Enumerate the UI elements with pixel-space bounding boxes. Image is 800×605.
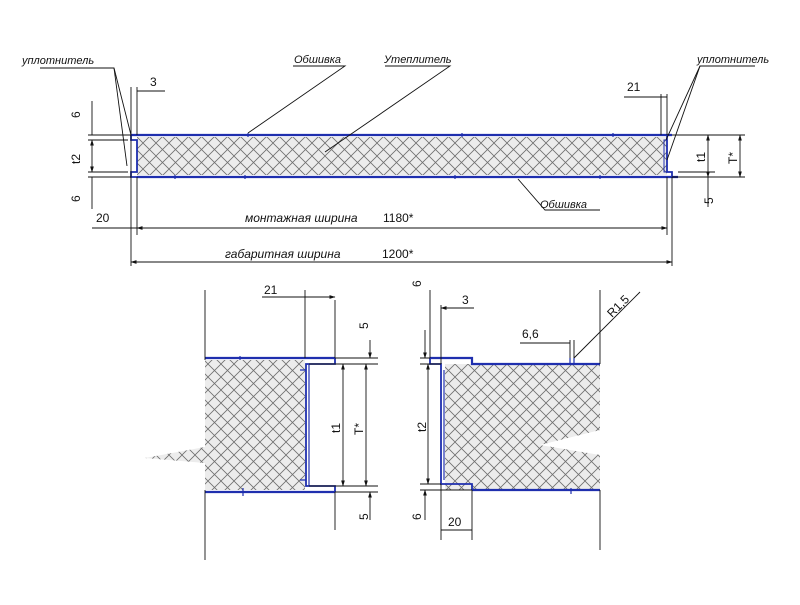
detail-right	[420, 290, 641, 550]
mount-width-value: 1180*	[383, 211, 414, 225]
dim-3-top: 3	[150, 75, 157, 89]
overall-width-value: 1200*	[382, 247, 414, 261]
detail-right-dim-6a: 6	[410, 280, 424, 287]
left-lock	[130, 135, 138, 178]
insulation-label: Утеплитель	[383, 54, 452, 66]
dim-t1-top: t1	[694, 152, 708, 162]
detail-left-dim-5a: 5	[357, 322, 371, 329]
right-lock	[666, 134, 673, 177]
skin-bottom-label: Обшивка	[540, 199, 587, 211]
dim-T-top: T*	[726, 152, 740, 164]
insulation-hatch	[137, 137, 667, 175]
detail-right-dim-66: 6,6	[522, 327, 539, 341]
detail-right-dim-6b: 6	[410, 513, 424, 520]
dim-20-top: 20	[96, 211, 110, 225]
top-dimension-lines	[40, 65, 755, 266]
detail-left-dim-21: 21	[264, 283, 278, 297]
dim-t2-top: t2	[69, 154, 83, 164]
dim-21-top: 21	[627, 80, 641, 94]
seal-right-label: уплотнитель	[696, 54, 769, 66]
dim-5-top: 5	[702, 197, 716, 204]
detail-right-dim-3: 3	[462, 293, 469, 307]
seal-left-label: уплотнитель	[21, 55, 94, 67]
detail-left	[145, 290, 378, 560]
detail-left-dim-t1: t1	[329, 423, 343, 433]
skin-top-label: Обшивка	[294, 54, 341, 66]
panel-section-top	[130, 133, 678, 179]
mount-width-label: монтажная ширина	[245, 211, 358, 225]
detail-right-dim-t2: t2	[415, 422, 429, 432]
dim-6a-top: 6	[69, 111, 83, 118]
detail-right-dim-20: 20	[448, 515, 462, 529]
overall-width-label: габаритная ширина	[225, 247, 341, 261]
detail-left-dim-5b: 5	[357, 513, 371, 520]
detail-right-dim-r15: R1,5	[604, 292, 632, 320]
dim-6b-top: 6	[69, 195, 83, 202]
detail-left-dim-T: T*	[352, 423, 366, 435]
